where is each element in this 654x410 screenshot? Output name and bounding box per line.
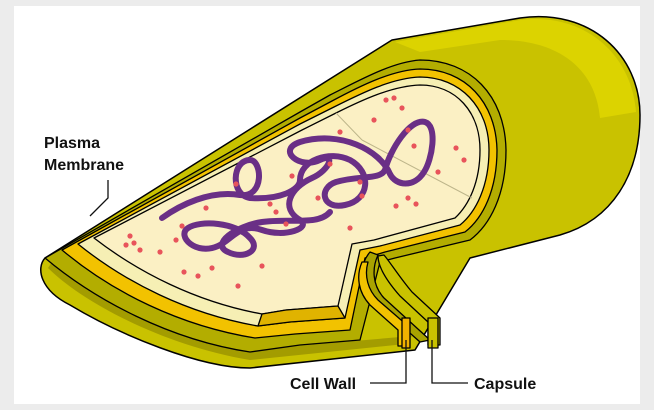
capsule-label: Capsule <box>474 376 536 393</box>
ribosome <box>405 127 410 132</box>
ribosome <box>453 145 458 150</box>
ribosome <box>233 181 238 186</box>
ribosome <box>137 247 142 252</box>
ribosome <box>283 221 288 226</box>
plasma-membrane-leader <box>90 180 108 216</box>
ribosome <box>399 105 404 110</box>
ribosome <box>157 249 162 254</box>
ribosome <box>371 117 376 122</box>
ribosome <box>411 143 416 148</box>
ribosome <box>203 205 208 210</box>
plasma-membrane-label-line1: Plasma <box>44 135 100 152</box>
ribosome <box>347 225 352 230</box>
ribosome <box>327 161 332 166</box>
cell-wall-label: Cell Wall <box>290 376 356 393</box>
ribosome <box>123 242 128 247</box>
ribosome <box>127 233 132 238</box>
ribosome <box>405 195 410 200</box>
ribosome <box>267 201 272 206</box>
ribosome <box>235 283 240 288</box>
ribosome <box>195 273 200 278</box>
ribosome <box>357 179 362 184</box>
ribosome <box>181 269 186 274</box>
ribosome <box>131 240 136 245</box>
ribosome <box>393 203 398 208</box>
ribosome <box>273 209 278 214</box>
ribosome <box>359 193 364 198</box>
plasma-membrane-label-line2: Membrane <box>44 157 124 174</box>
ribosome <box>435 169 440 174</box>
ribosome <box>173 237 178 242</box>
ribosome <box>383 97 388 102</box>
ribosome <box>289 173 294 178</box>
ribosome <box>315 195 320 200</box>
ribosome <box>259 263 264 268</box>
ribosome <box>391 95 396 100</box>
ribosome <box>209 265 214 270</box>
ribosome <box>413 201 418 206</box>
ribosome <box>337 129 342 134</box>
ribosome <box>179 223 184 228</box>
capsule-strip <box>428 318 438 348</box>
ribosome <box>461 157 466 162</box>
